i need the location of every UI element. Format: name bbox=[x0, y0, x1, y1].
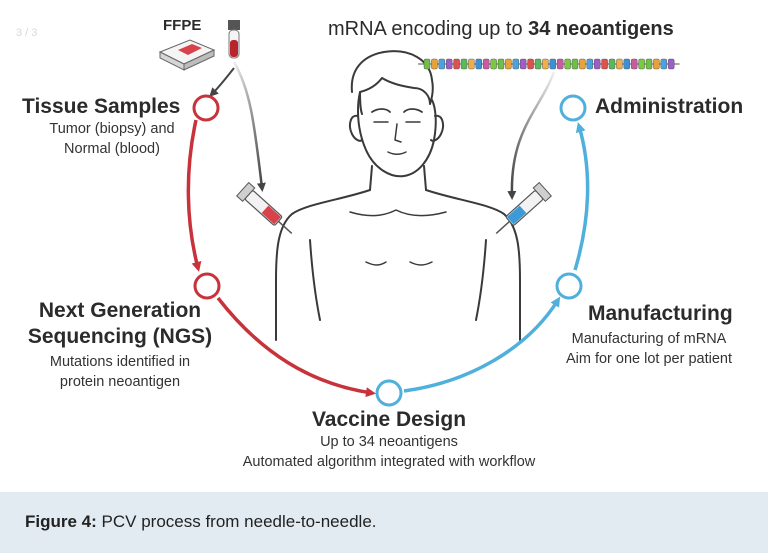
mrna-label-prefix: mRNA encoding up to bbox=[328, 18, 529, 40]
tissue-samples-desc: Tumor (biopsy) and Normal (blood) bbox=[34, 119, 190, 159]
mrna-strand-icon bbox=[418, 58, 680, 70]
human-figure-icon bbox=[275, 50, 521, 341]
mrna-bead bbox=[534, 58, 542, 70]
mrna-bead bbox=[586, 58, 593, 70]
arrow-vaccine-to-manufacturing bbox=[403, 296, 561, 393]
node-ngs bbox=[193, 272, 221, 300]
mrna-bead bbox=[438, 58, 445, 70]
mrna-bead bbox=[468, 58, 475, 70]
tissue-line-1: Tumor (biopsy) and bbox=[49, 121, 175, 137]
node-administration bbox=[559, 94, 587, 122]
ngs-desc: Mutations identified in protein neoantig… bbox=[30, 352, 210, 392]
mrna-bead bbox=[645, 58, 653, 70]
mrna-bead bbox=[520, 58, 527, 70]
mrna-bead bbox=[423, 58, 431, 70]
mrna-bead bbox=[668, 58, 675, 70]
node-vaccine-design bbox=[375, 379, 403, 407]
mrna-bead bbox=[653, 58, 660, 70]
mrna-label-bold: 34 neoantigens bbox=[528, 18, 674, 40]
tissue-samples-title: Tissue Samples bbox=[22, 95, 181, 118]
manufacturing-desc: Manufacturing of mRNA Aim for one lot pe… bbox=[544, 329, 754, 369]
figure-caption: Figure 4: PCV process from needle-to-nee… bbox=[25, 512, 377, 532]
mrna-bead bbox=[453, 58, 460, 70]
mrna-bead bbox=[549, 58, 556, 70]
mrna-bead bbox=[527, 58, 534, 70]
arrow-ffpe-to-tissue bbox=[209, 67, 235, 97]
mrna-bead bbox=[571, 58, 579, 70]
blood-tube-icon bbox=[228, 20, 240, 59]
mrna-bead bbox=[557, 58, 564, 70]
vaccine-design-desc: Up to 34 neoantigens Automated algorithm… bbox=[199, 432, 579, 472]
ngs-line-2: protein neoantigen bbox=[59, 374, 181, 390]
tissue-line-2: Normal (blood) bbox=[64, 141, 160, 157]
mrna-bead bbox=[497, 58, 505, 70]
caption-label: Figure 4: bbox=[25, 512, 97, 531]
ffpe-cassette-icon bbox=[158, 39, 216, 71]
diagram: 3 / 3 FFPE mRNA encoding up to 34 neoant… bbox=[16, 17, 754, 472]
vaccine-line-2: Automated algorithm integrated with work… bbox=[242, 454, 536, 470]
mrna-bead bbox=[623, 58, 630, 70]
administration-title: Administration bbox=[595, 95, 744, 118]
manufacturing-line-1: Manufacturing of mRNA bbox=[571, 331, 727, 347]
mrna-bead bbox=[483, 58, 490, 70]
mrna-bead bbox=[608, 58, 616, 70]
syringe-left-icon bbox=[236, 181, 293, 234]
figure-caption-bar: Figure 4: PCV process from needle-to-nee… bbox=[0, 492, 768, 553]
ffpe-label: FFPE bbox=[163, 17, 202, 34]
mrna-bead bbox=[446, 58, 453, 70]
node-tissue-samples bbox=[192, 94, 220, 122]
mrna-bead bbox=[475, 58, 482, 70]
mrna-bead bbox=[616, 58, 623, 70]
syringe-right-icon bbox=[495, 181, 552, 234]
vaccine-line-1: Up to 34 neoantigens bbox=[320, 434, 458, 450]
page-indicator: 3 / 3 bbox=[16, 27, 38, 39]
mrna-bead bbox=[490, 58, 497, 70]
mrna-bead bbox=[505, 58, 512, 70]
mrna-bead bbox=[631, 58, 638, 70]
mrna-bead bbox=[542, 58, 549, 70]
mrna-bead bbox=[431, 58, 438, 70]
manufacturing-line-2: Aim for one lot per patient bbox=[565, 351, 733, 367]
arrow-tissue-to-ngs bbox=[186, 119, 202, 272]
ngs-title-line-1: Next Generation bbox=[38, 299, 202, 322]
arrow-ngs-to-vaccine bbox=[216, 296, 376, 398]
mrna-bead bbox=[594, 58, 601, 70]
node-manufacturing bbox=[555, 272, 583, 300]
mrna-bead bbox=[638, 58, 645, 70]
mrna-bead bbox=[601, 58, 608, 70]
caption-text: PCV process from needle-to-needle. bbox=[96, 512, 377, 531]
ngs-title: Next Generation Sequencing (NGS) bbox=[20, 298, 220, 350]
manufacturing-title: Manufacturing bbox=[588, 302, 733, 325]
mrna-bead bbox=[660, 58, 667, 70]
arrow-samples-to-syringe bbox=[232, 61, 266, 192]
vaccine-design-title: Vaccine Design bbox=[311, 408, 467, 431]
ngs-line-1: Mutations identified in bbox=[49, 354, 191, 370]
arrow-mrna-to-syringe bbox=[507, 71, 556, 200]
mrna-bead bbox=[460, 58, 468, 70]
mrna-bead bbox=[579, 58, 586, 70]
mrna-label: mRNA encoding up to 34 neoantigens bbox=[328, 18, 674, 41]
arrow-manufacturing-to-administration bbox=[573, 122, 590, 271]
mrna-bead bbox=[512, 58, 519, 70]
diagram-graphic bbox=[158, 20, 680, 407]
ngs-title-line-2: Sequencing (NGS) bbox=[27, 325, 213, 348]
mrna-bead bbox=[564, 58, 571, 70]
